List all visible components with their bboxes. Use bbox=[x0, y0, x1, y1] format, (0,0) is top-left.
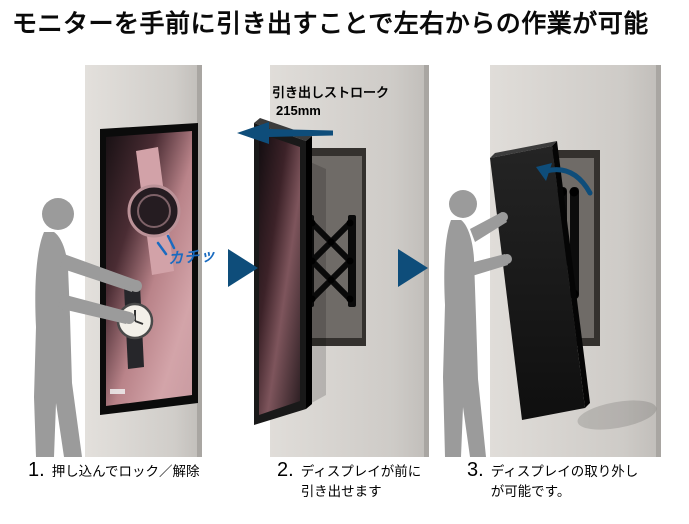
person-arm-upper bbox=[470, 212, 507, 242]
tilted-monitor bbox=[490, 141, 590, 420]
watch-face-dark bbox=[127, 184, 181, 238]
monitor-wall-shadow bbox=[577, 400, 657, 430]
next-step-arrow-1-icon bbox=[228, 249, 258, 287]
stroke-annotation-line1: 引き出しストローク bbox=[272, 85, 390, 100]
person-arm-lower bbox=[470, 254, 508, 276]
step-2-text-line2: 引き出せます bbox=[300, 484, 382, 500]
person-head bbox=[449, 190, 477, 218]
monitor-screen-oblique bbox=[259, 133, 300, 415]
stroke-annotation: 引き出しストローク 215mm bbox=[272, 84, 389, 119]
step-3-text: ディスプレイの取り外し bbox=[490, 464, 639, 479]
tilt-curved-arrow-icon bbox=[536, 163, 593, 196]
person-hand bbox=[498, 212, 508, 222]
scene-3-removal bbox=[443, 65, 661, 457]
step-1-caption: 1. 押し込んでロック／解除 bbox=[28, 459, 200, 482]
monitor-top-edge bbox=[490, 141, 557, 158]
figure-title: モニターを手前に引き出すことで左右からの作業が可能 bbox=[12, 10, 649, 38]
person-hand bbox=[130, 280, 142, 292]
person-body bbox=[34, 232, 82, 457]
person-silhouette-removing bbox=[443, 190, 512, 457]
step-1-text: 押し込んでロック／解除 bbox=[51, 464, 200, 479]
person-hand bbox=[123, 312, 135, 324]
wall-mounted-monitor bbox=[100, 123, 198, 415]
step-1-number: 1. bbox=[28, 459, 45, 481]
step-3-text-line2: が可能です。 bbox=[490, 484, 571, 500]
monitor-side-edge bbox=[552, 141, 590, 408]
scissor-arm-mechanism bbox=[306, 215, 356, 307]
screen-logo bbox=[110, 389, 125, 394]
step-2-number: 2. bbox=[277, 459, 294, 481]
person-arm-lower bbox=[58, 294, 130, 324]
pulled-out-monitor bbox=[254, 118, 312, 425]
click-emphasis-marks-icon bbox=[156, 234, 176, 256]
monitor-back-panel bbox=[490, 146, 585, 420]
stroke-annotation-value: 215mm bbox=[276, 102, 321, 118]
step-2-text: ディスプレイが前に bbox=[300, 464, 422, 479]
step-3-number: 3. bbox=[467, 459, 484, 481]
person-silhouette-pushing bbox=[34, 198, 142, 457]
person-hand bbox=[502, 254, 512, 264]
step-2-caption: 2. ディスプレイが前に 引き出せます bbox=[277, 459, 421, 503]
step-3-caption: 3. ディスプレイの取り外し が可能です。 bbox=[467, 459, 638, 503]
person-head bbox=[42, 198, 74, 230]
person-body bbox=[443, 220, 486, 457]
clock-hand bbox=[134, 320, 144, 325]
click-sound-label: カチッ bbox=[167, 247, 217, 268]
next-step-arrow-2-icon bbox=[398, 249, 428, 287]
scene-1-push-to-lock bbox=[34, 65, 202, 457]
person-arm-upper bbox=[60, 254, 136, 292]
monitor-side-edge bbox=[306, 136, 312, 409]
pull-direction-arrow-icon bbox=[237, 122, 333, 144]
